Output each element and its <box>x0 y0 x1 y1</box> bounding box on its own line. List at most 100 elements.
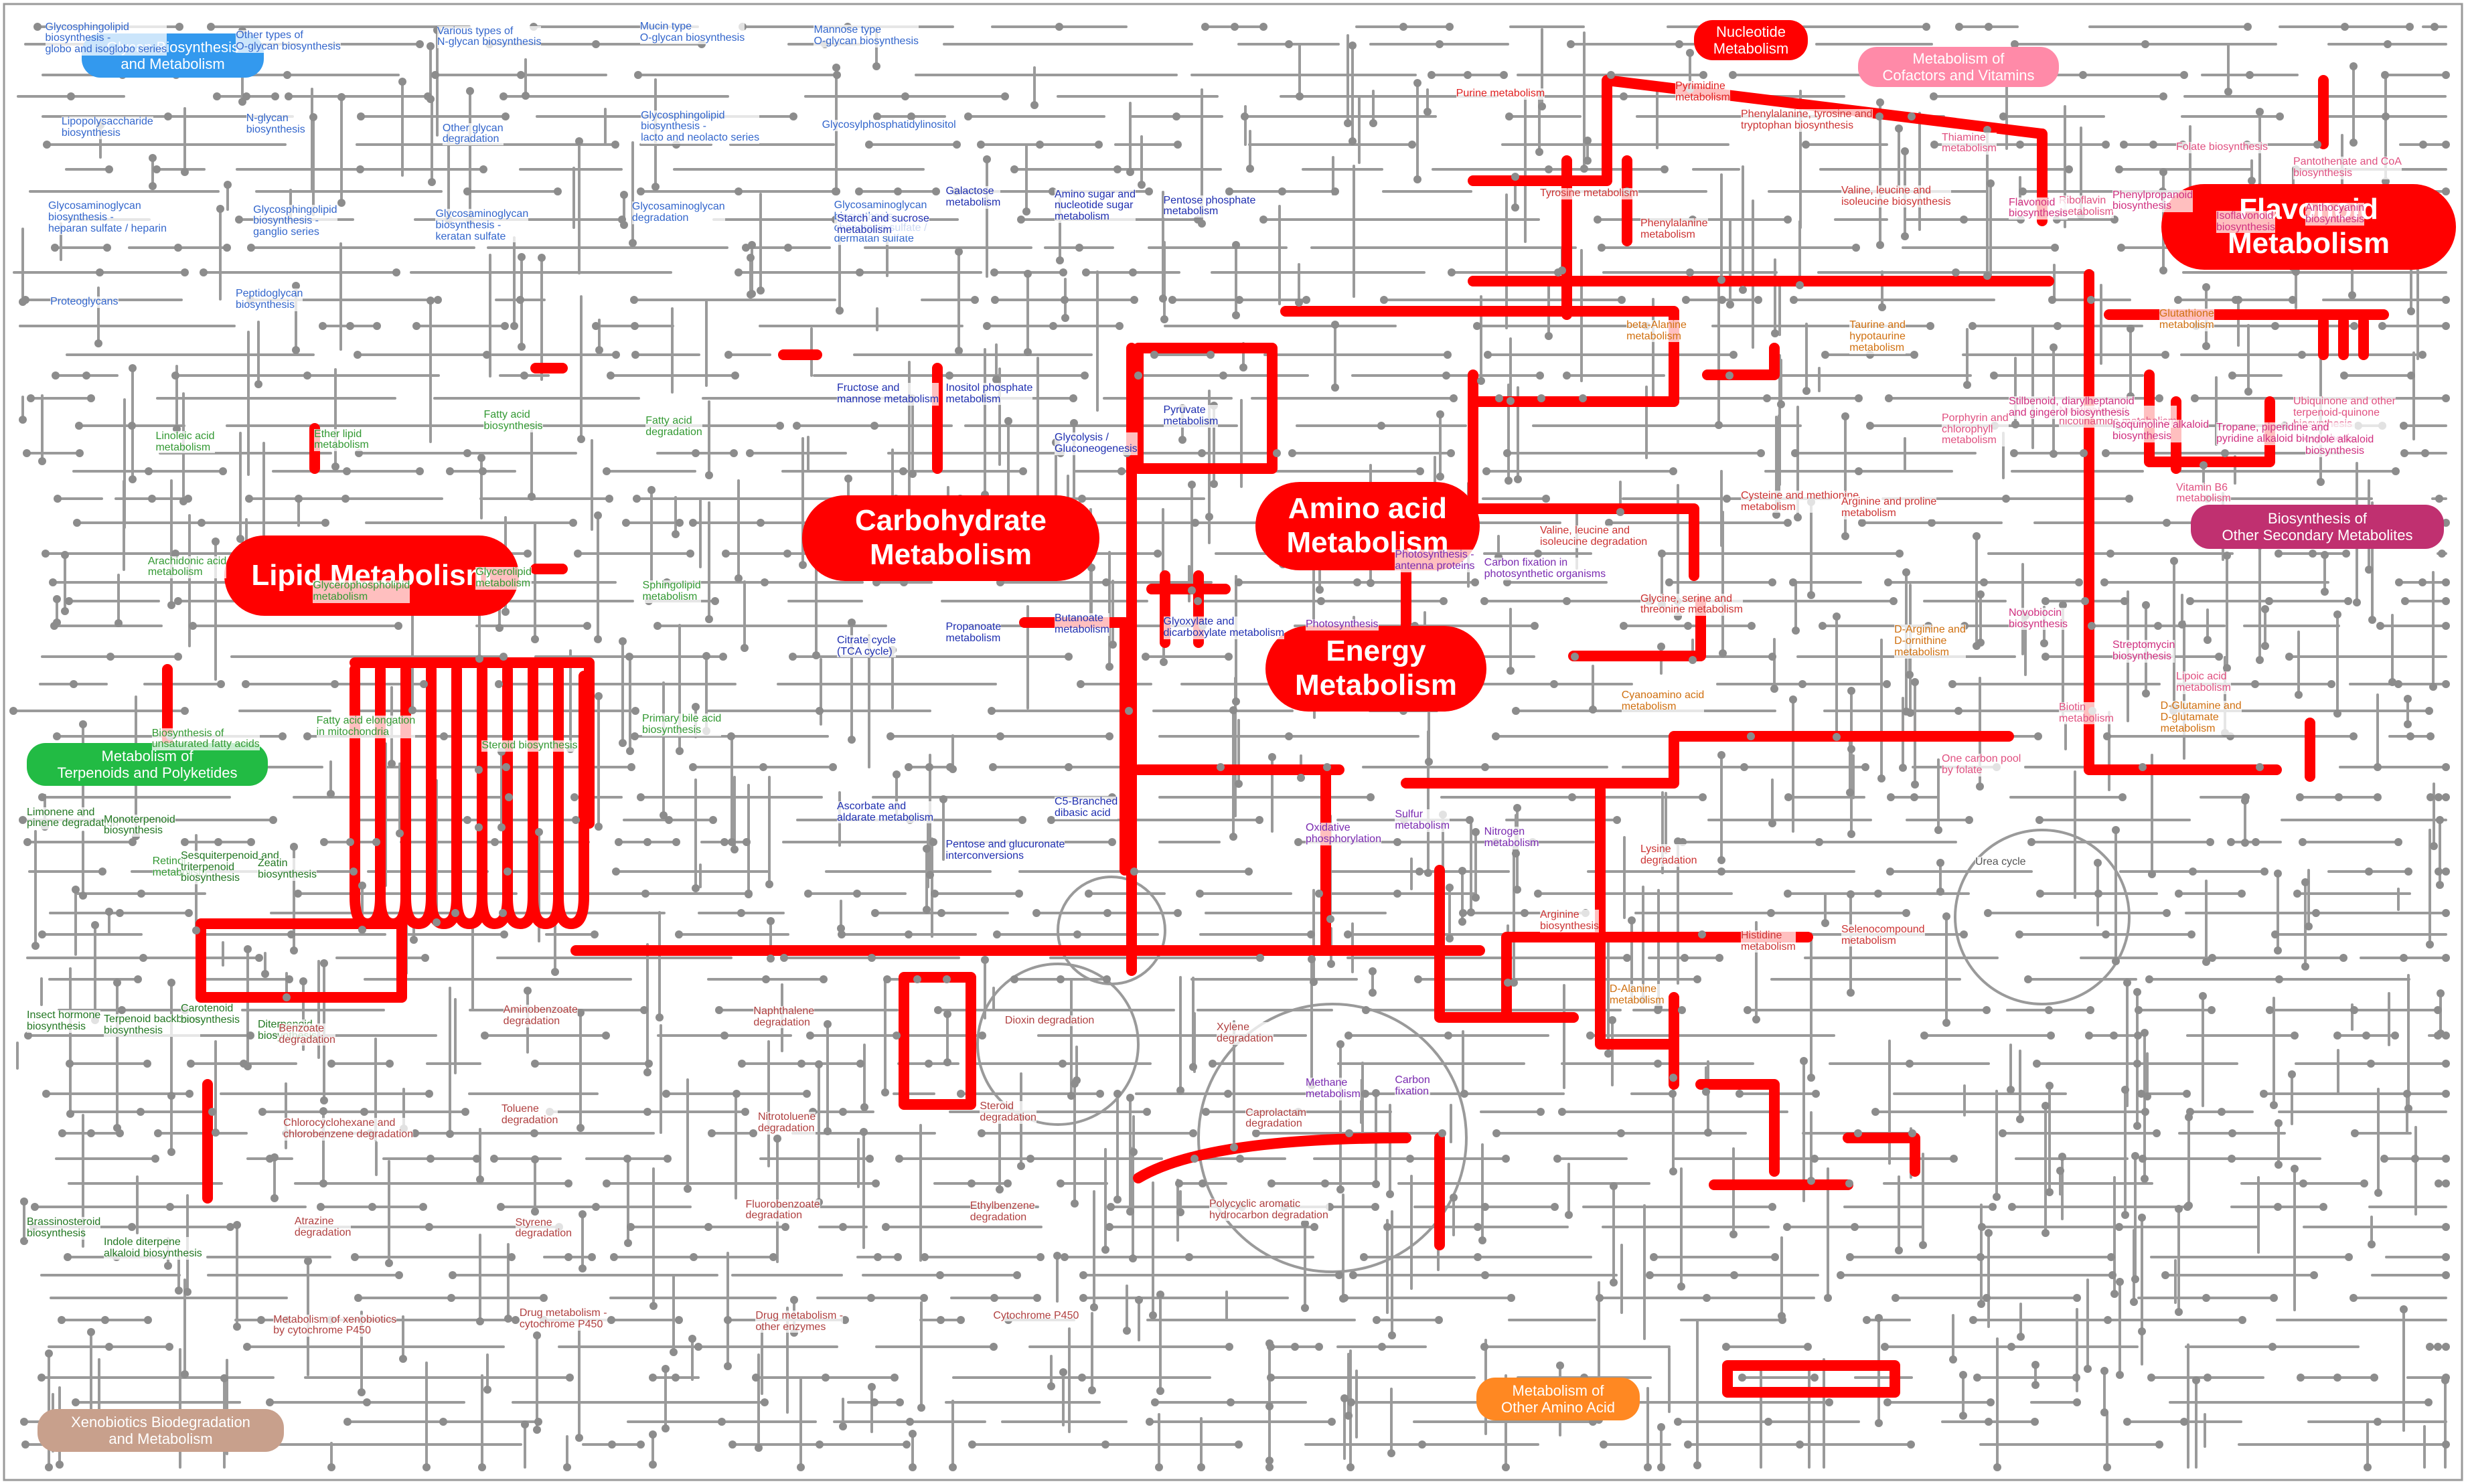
compound-node[interactable] <box>564 1253 572 1261</box>
compound-node[interactable] <box>1833 612 1841 621</box>
compound-node[interactable] <box>1346 1463 1355 1471</box>
compound-node[interactable] <box>2442 578 2450 586</box>
compound-node[interactable] <box>2442 1155 2450 1163</box>
compound-node[interactable] <box>1032 909 1041 917</box>
compound-node[interactable] <box>164 1262 172 1270</box>
compound-node[interactable] <box>1474 1253 1482 1261</box>
category-lipid-metabolism[interactable]: Lipid Metabolism <box>224 535 519 616</box>
compound-node[interactable] <box>466 87 474 95</box>
compound-node[interactable] <box>649 1302 658 1310</box>
compound-node[interactable] <box>1726 301 1734 309</box>
compound-node[interactable] <box>2378 322 2386 330</box>
compound-node[interactable] <box>913 975 921 983</box>
compound-node[interactable] <box>1792 627 1800 635</box>
highlighted-reaction[interactable] <box>1434 865 1579 1023</box>
category-energy-metabolism[interactable]: Energy Metabolism <box>1265 626 1486 712</box>
compound-node[interactable] <box>1892 1294 1900 1302</box>
compound-node[interactable] <box>1906 1060 1914 1068</box>
compound-node[interactable] <box>1919 1241 1927 1249</box>
compound-node[interactable] <box>1057 975 1065 983</box>
compound-node[interactable] <box>923 906 931 914</box>
compound-node[interactable] <box>662 1090 670 1098</box>
compound-node[interactable] <box>2260 868 2268 876</box>
compound-node[interactable] <box>1336 1185 1344 1193</box>
compound-node[interactable] <box>478 1463 486 1471</box>
compound-node[interactable] <box>224 181 232 189</box>
compound-node[interactable] <box>1278 187 1286 195</box>
compound-node[interactable] <box>128 1223 136 1231</box>
compound-node[interactable] <box>806 1032 814 1040</box>
compound-node[interactable] <box>1851 1223 1859 1231</box>
compound-node[interactable] <box>1579 394 1587 402</box>
compound-node[interactable] <box>1617 1129 1625 1137</box>
compound-node[interactable] <box>1875 1419 1883 1427</box>
compound-node[interactable] <box>1661 165 1669 173</box>
compound-node[interactable] <box>1444 351 1452 359</box>
pathway-label-carbohydrate-7[interactable]: Pyruvate metabolism <box>1163 404 1219 428</box>
compound-node[interactable] <box>2189 868 2197 876</box>
compound-node[interactable] <box>2265 597 2273 605</box>
highlighted-reaction[interactable] <box>1133 1133 1411 1183</box>
compound-node[interactable] <box>592 40 600 48</box>
compound-node[interactable] <box>1930 141 1938 149</box>
compound-node[interactable] <box>212 538 220 546</box>
compound-node[interactable] <box>19 416 27 424</box>
compound-node[interactable] <box>1367 793 1375 801</box>
compound-node[interactable] <box>2031 1381 2039 1389</box>
compound-node[interactable] <box>2368 1240 2376 1248</box>
compound-node[interactable] <box>1361 1090 1369 1098</box>
compound-node[interactable] <box>563 1463 571 1471</box>
compound-node[interactable] <box>1845 1179 1853 1187</box>
compound-node[interactable] <box>181 707 189 715</box>
compound-node[interactable] <box>216 205 224 213</box>
compound-node[interactable] <box>1507 1294 1515 1302</box>
compound-node[interactable] <box>2442 1253 2450 1261</box>
compound-node[interactable] <box>2175 1308 2183 1316</box>
compound-node[interactable] <box>672 530 680 538</box>
compound-node[interactable] <box>290 946 298 955</box>
compound-node[interactable] <box>949 765 957 773</box>
compound-node[interactable] <box>2100 1367 2108 1375</box>
compound-node[interactable] <box>872 62 880 70</box>
compound-node[interactable] <box>1113 1090 1122 1098</box>
compound-node[interactable] <box>1513 804 1521 812</box>
compound-node[interactable] <box>1907 1440 1915 1449</box>
compound-node[interactable] <box>1837 1271 1845 1279</box>
compound-node[interactable] <box>675 930 683 938</box>
compound-node[interactable] <box>2261 642 2269 650</box>
compound-node[interactable] <box>1056 256 1064 264</box>
compound-node[interactable] <box>1126 1208 1134 1216</box>
compound-node[interactable] <box>1858 519 1866 527</box>
compound-node[interactable] <box>1444 1032 1452 1040</box>
compound-node[interactable] <box>773 1135 781 1143</box>
compound-node[interactable] <box>1505 477 1513 485</box>
compound-node[interactable] <box>1906 671 1914 679</box>
compound-node[interactable] <box>1887 793 1895 801</box>
compound-node[interactable] <box>1423 108 1432 116</box>
compound-node[interactable] <box>87 1328 95 1336</box>
compound-node[interactable] <box>1620 92 1628 100</box>
compound-node[interactable] <box>495 624 504 632</box>
compound-node[interactable] <box>1512 849 1520 857</box>
compound-node[interactable] <box>1172 112 1180 120</box>
compound-node[interactable] <box>1847 687 1855 695</box>
compound-node[interactable] <box>1482 467 1490 475</box>
compound-node[interactable] <box>1702 1088 1710 1096</box>
compound-node[interactable] <box>2159 92 2167 100</box>
pathway-label-glycan-9[interactable]: Glycosylphosphatidylinositol <box>822 118 956 131</box>
compound-node[interactable] <box>688 1335 696 1343</box>
compound-node[interactable] <box>1126 1094 1134 1102</box>
compound-node[interactable] <box>2435 1179 2443 1187</box>
compound-node[interactable] <box>1047 1382 1055 1390</box>
compound-node[interactable] <box>2275 1161 2283 1169</box>
compound-node[interactable] <box>2103 1463 2111 1471</box>
compound-node[interactable] <box>1268 753 1276 761</box>
compound-node[interactable] <box>925 763 933 771</box>
compound-node[interactable] <box>978 1129 986 1137</box>
compound-node[interactable] <box>684 1185 692 1193</box>
compound-node[interactable] <box>2321 551 2329 559</box>
compound-node[interactable] <box>991 296 999 304</box>
compound-node[interactable] <box>2381 71 2389 79</box>
compound-node[interactable] <box>2135 1006 2143 1014</box>
compound-node[interactable] <box>2365 566 2373 574</box>
